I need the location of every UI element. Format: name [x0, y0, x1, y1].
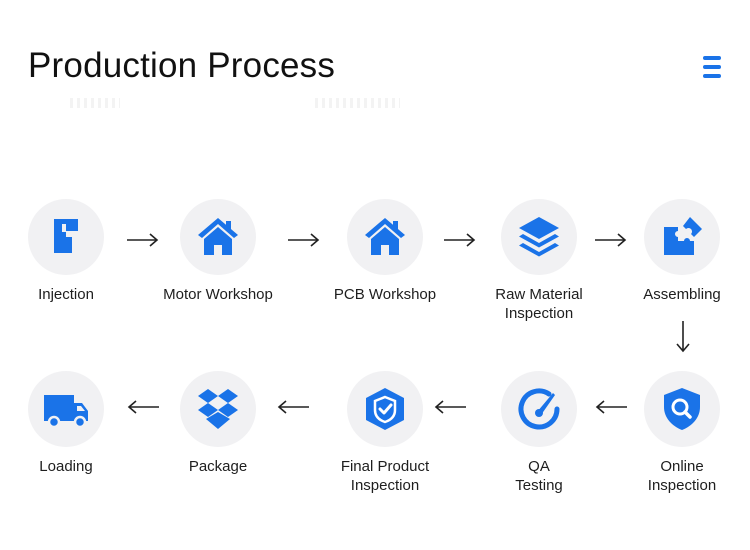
faded-subtitle [70, 98, 120, 108]
arrow-left-icon [127, 400, 159, 414]
step-final-product-inspection: Final Product Inspection [320, 371, 450, 495]
step-label: Assembling [643, 286, 721, 303]
step-label: Injection [38, 286, 94, 303]
faded-subtitle [315, 98, 400, 108]
arrow-left-icon [595, 400, 627, 414]
step-label: Motor Workshop [163, 286, 273, 303]
gauge-icon [518, 388, 560, 430]
step-circle [501, 371, 577, 447]
step-circle [501, 199, 577, 275]
dropbox-box-icon [198, 389, 238, 429]
step-label: QA Testing [515, 458, 563, 494]
step-injection: Injection [1, 199, 131, 304]
step-label: Raw Material Inspection [495, 286, 583, 322]
layers-icon [519, 217, 559, 257]
step-circle [28, 371, 104, 447]
injection-machine-icon [54, 219, 78, 253]
step-circle [28, 199, 104, 275]
shield-check-icon [366, 388, 404, 430]
step-online-inspection: Online Inspection [617, 371, 747, 495]
truck-icon [44, 395, 88, 429]
step-assembling: Assembling [617, 199, 747, 304]
step-circle [644, 199, 720, 275]
arrow-right-icon [127, 233, 159, 247]
arrow-right-icon [288, 233, 320, 247]
arrow-right-icon [595, 233, 627, 247]
hamburger-menu-icon[interactable] [703, 56, 721, 80]
step-loading: Loading [1, 371, 131, 476]
step-circle [180, 371, 256, 447]
arrow-right-icon [444, 233, 476, 247]
shield-search-icon [664, 388, 700, 430]
step-label: Final Product Inspection [340, 458, 430, 494]
step-motor-workshop: Motor Workshop [153, 199, 283, 304]
step-label: Loading [39, 458, 93, 475]
arrow-left-icon [434, 400, 466, 414]
house-icon [198, 218, 238, 255]
puzzle-icon [664, 217, 702, 255]
step-raw-material-inspection: Raw Material Inspection [474, 199, 604, 323]
step-circle [644, 371, 720, 447]
step-label: PCB Workshop [333, 286, 437, 303]
page-title: Production Process [28, 46, 336, 85]
house-icon [365, 218, 405, 255]
step-qa-testing: QA Testing [474, 371, 604, 495]
step-label: Package [188, 458, 248, 475]
step-pcb-workshop: PCB Workshop [320, 199, 450, 304]
step-package: Package [153, 371, 283, 476]
arrow-left-icon [277, 400, 309, 414]
arrow-down-icon [676, 321, 690, 353]
step-circle [347, 199, 423, 275]
step-label: Online Inspection [647, 458, 717, 494]
step-circle [347, 371, 423, 447]
step-circle [180, 199, 256, 275]
